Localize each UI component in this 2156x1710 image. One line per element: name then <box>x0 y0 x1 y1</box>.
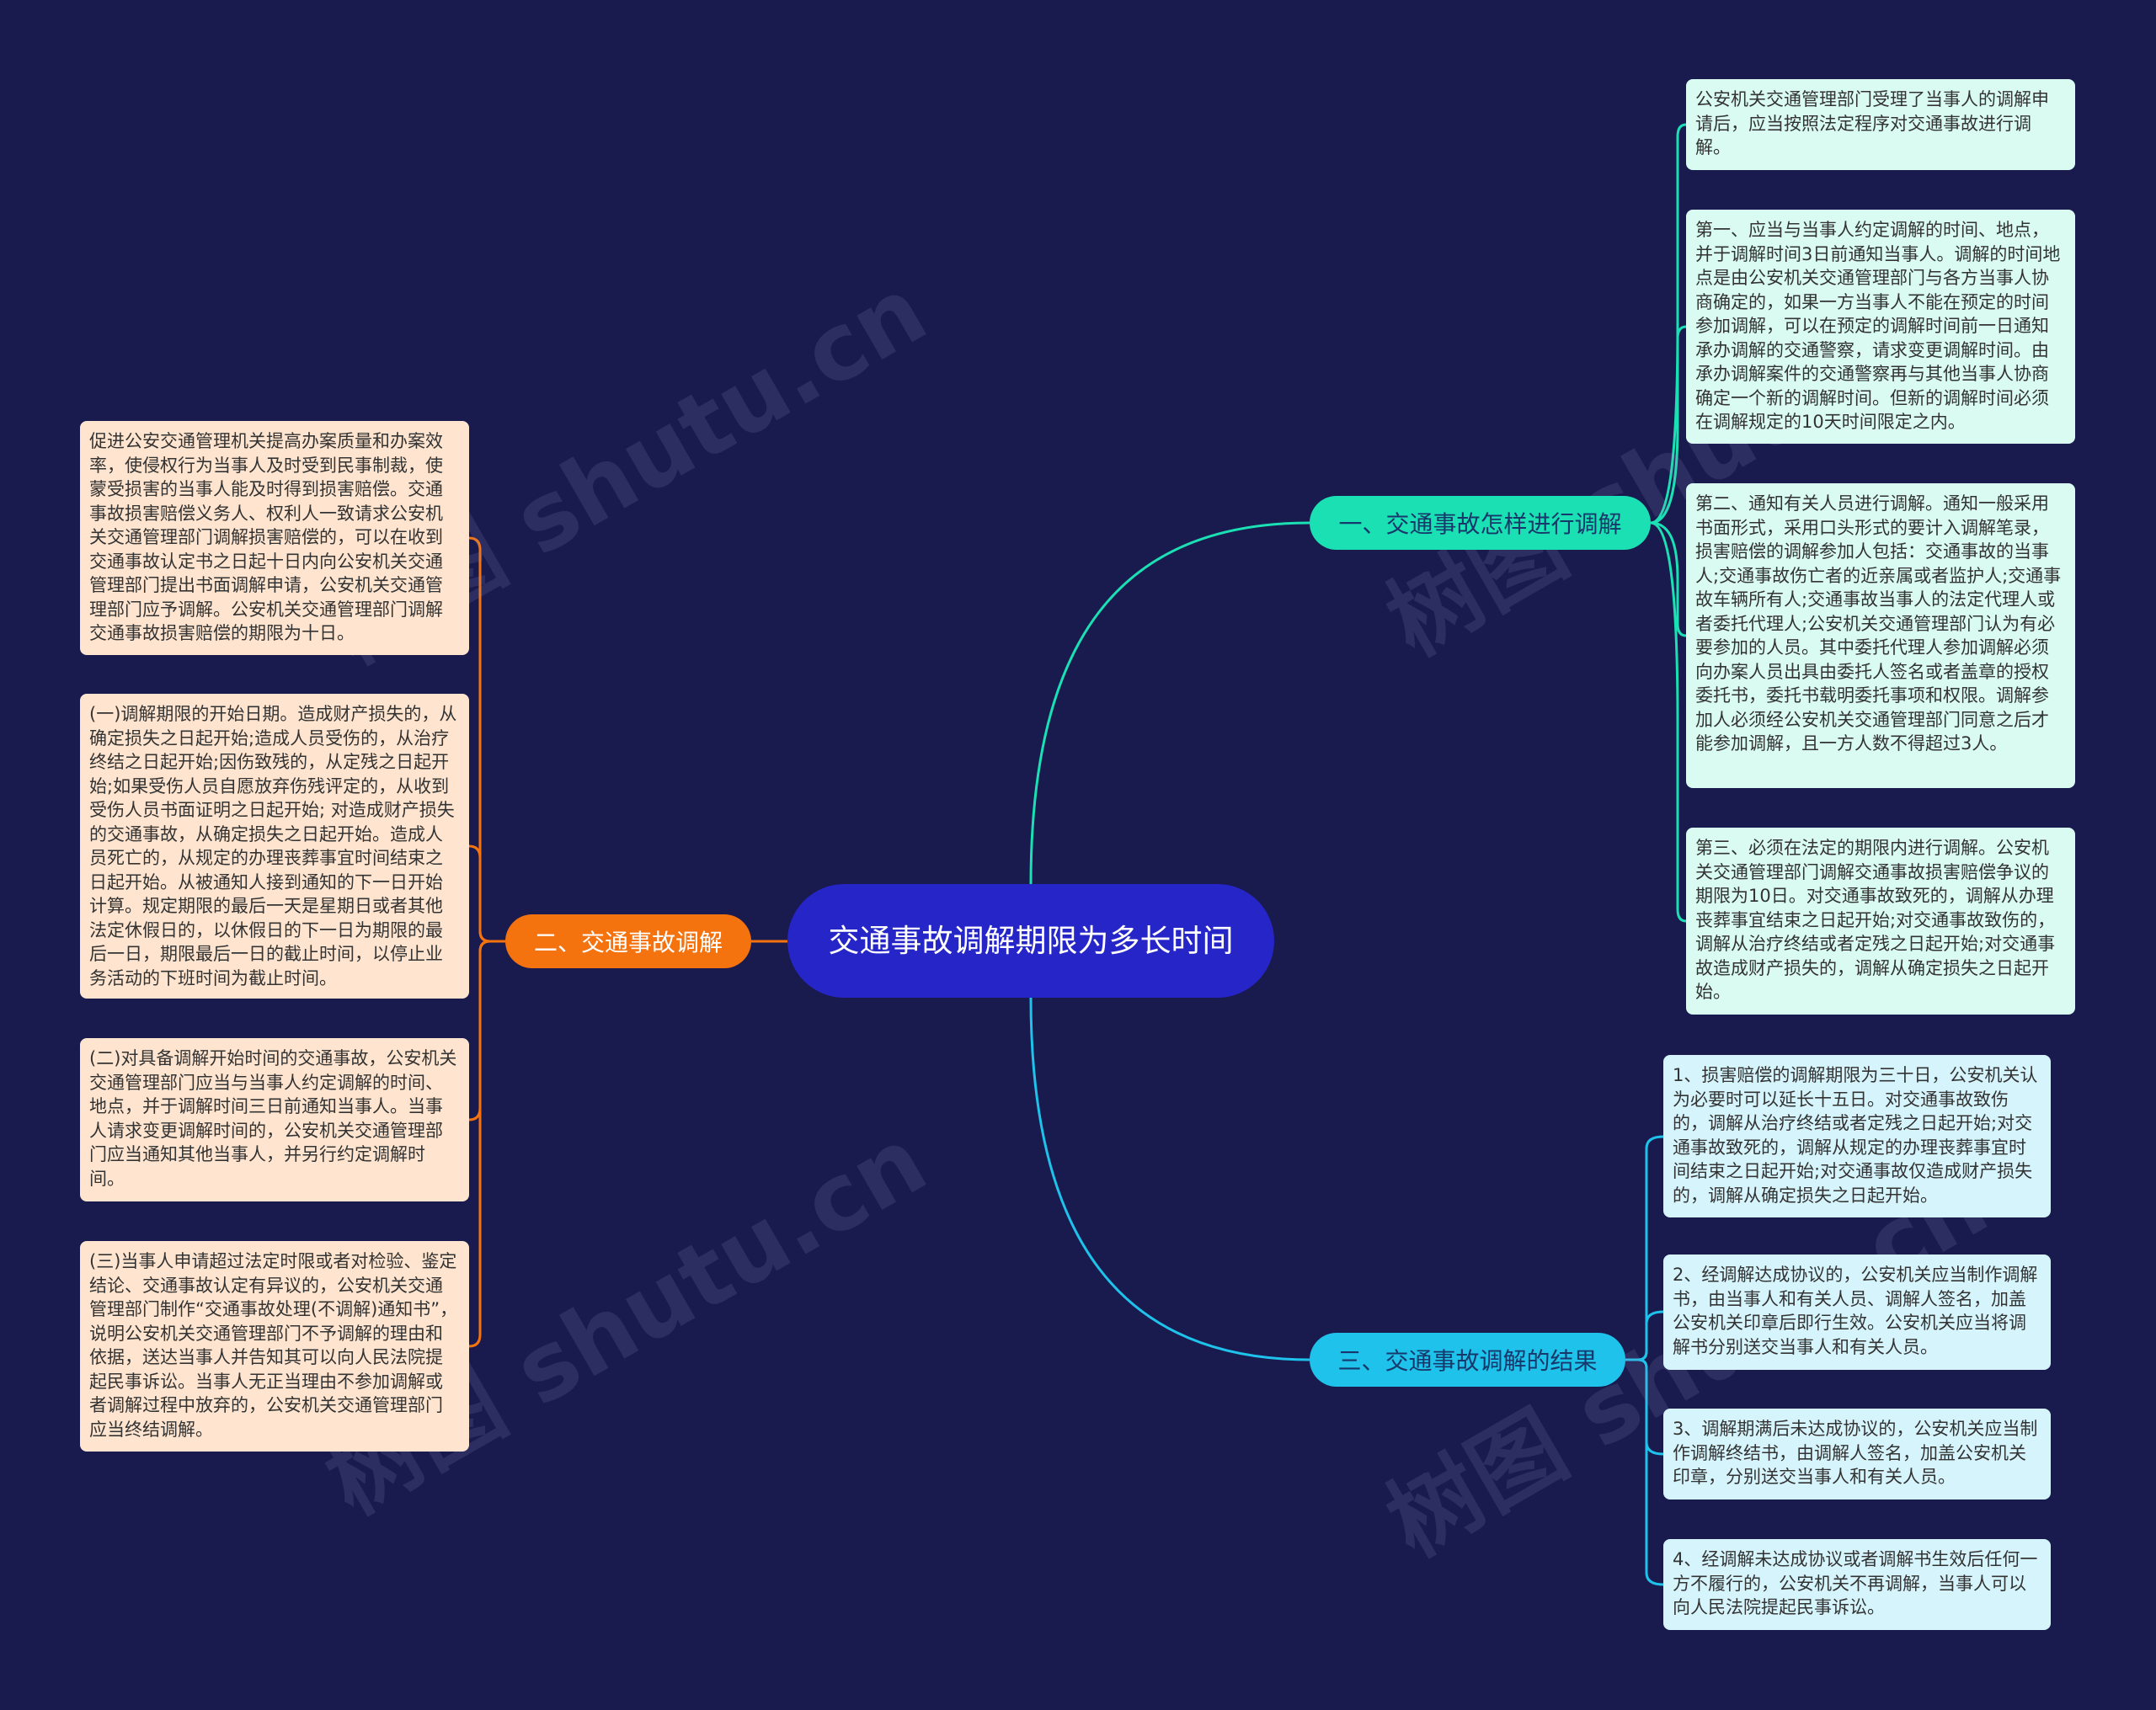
branch-label: 三、交通事故调解的结果 <box>1337 1347 1598 1375</box>
leaf-node[interactable]: 4、经调解未达成协议或者调解书生效后任何一方不履行的，公安机关不再调解，当事人可… <box>1663 1539 2051 1630</box>
leaf-text: 3、调解期满后未达成协议的，公安机关应当制作调解终结书，由调解人签名，加盖公安机… <box>1673 1419 2038 1487</box>
connector-branch-3-leaf-1 <box>1625 1135 1664 1361</box>
connector-branch-2-leaf-1 <box>468 536 505 943</box>
connector-branch-2-leaf-2 <box>468 844 505 943</box>
connector-branch-2-leaf-3 <box>468 940 505 1121</box>
connector-branch-3-leaf-2 <box>1625 1310 1664 1361</box>
leaf-node[interactable]: (一)调解期限的开始日期。造成财产损失的，从确定损失之日起开始;造成人员受伤的，… <box>80 694 469 999</box>
leaf-text: 2、经调解达成协议的，公安机关应当制作调解书，由当事人和有关人员、调解人签名，加… <box>1673 1265 2038 1357</box>
leaf-node[interactable]: 第二、通知有关人员进行调解。通知一般采用书面形式，采用口头形式的要计入调解笔录，… <box>1686 483 2075 788</box>
leaf-node[interactable]: 3、调解期满后未达成协议的，公安机关应当制作调解终结书，由调解人签名，加盖公安机… <box>1663 1409 2051 1500</box>
connector-branch-1-leaf-4 <box>1650 521 1687 923</box>
leaf-text: 4、经调解未达成协议或者调解书生效后任何一方不履行的，公安机关不再调解，当事人可… <box>1673 1549 2038 1617</box>
branch-traffic-accident-mediation[interactable]: 二、交通事故调解 <box>505 914 751 968</box>
connector-branch-3-leaf-3 <box>1625 1358 1664 1456</box>
connector-branch-2-leaf-4 <box>468 940 505 1348</box>
leaf-node[interactable]: 1、损害赔偿的调解期限为三十日，公安机关认为必要时可以延长十五日。对交通事故致伤… <box>1663 1055 2051 1217</box>
leaf-text: 公安机关交通管理部门受理了当事人的调解申请后，应当按照法定程序对交通事故进行调解… <box>1695 89 2049 157</box>
connector-branch-1-leaf-2 <box>1650 325 1687 525</box>
leaf-text: 第一、应当与当事人约定调解的时间、地点，并于调解时间3日前通知当事人。调解的时间… <box>1695 220 2061 432</box>
leaf-text: (三)当事人申请超过法定时限或者对检验、鉴定结论、交通事故认定有异议的，公安机关… <box>89 1251 458 1440</box>
leaf-node[interactable]: 促进公安交通管理机关提高办案质量和办案效率，使侵权行为当事人及时受到民事制裁，使… <box>80 421 469 655</box>
central-topic[interactable]: 交通事故调解期限为多长时间 <box>787 884 1274 998</box>
central-topic-label: 交通事故调解期限为多长时间 <box>828 922 1234 959</box>
connector-center-to-branch-1 <box>1029 521 1310 885</box>
branch-mediation-results[interactable]: 三、交通事故调解的结果 <box>1310 1333 1625 1387</box>
connector-branch-1-leaf-1 <box>1650 123 1687 525</box>
leaf-text: (一)调解期限的开始日期。造成财产损失的，从确定损失之日起开始;造成人员受伤的，… <box>89 704 457 988</box>
leaf-text: (二)对具备调解开始时间的交通事故，公安机关交通管理部门应当与当事人约定调解的时… <box>89 1048 457 1189</box>
connector-branch-1-leaf-3 <box>1650 521 1687 637</box>
leaf-node[interactable]: 公安机关交通管理部门受理了当事人的调解申请后，应当按照法定程序对交通事故进行调解… <box>1686 79 2075 170</box>
connector-branch-3-leaf-4 <box>1625 1358 1664 1586</box>
connector-center-to-branch-3 <box>1029 997 1310 1361</box>
leaf-text: 1、损害赔偿的调解期限为三十日，公安机关认为必要时可以延长十五日。对交通事故致伤… <box>1673 1065 2038 1206</box>
leaf-text: 第三、必须在法定的期限内进行调解。公安机关交通管理部门调解交通事故损害赔偿争议的… <box>1695 838 2056 1002</box>
leaf-text: 促进公安交通管理机关提高办案质量和办案效率，使侵权行为当事人及时受到民事制裁，使… <box>89 431 443 643</box>
leaf-node[interactable]: 第三、必须在法定的期限内进行调解。公安机关交通管理部门调解交通事故损害赔偿争议的… <box>1686 828 2075 1015</box>
leaf-node[interactable]: (二)对具备调解开始时间的交通事故，公安机关交通管理部门应当与当事人约定调解的时… <box>80 1038 469 1201</box>
leaf-node[interactable]: 第一、应当与当事人约定调解的时间、地点，并于调解时间3日前通知当事人。调解的时间… <box>1686 210 2075 444</box>
leaf-node[interactable]: 2、经调解达成协议的，公安机关应当制作调解书，由当事人和有关人员、调解人签名，加… <box>1663 1255 2051 1370</box>
leaf-text: 第二、通知有关人员进行调解。通知一般采用书面形式，采用口头形式的要计入调解笔录，… <box>1695 493 2062 754</box>
branch-how-to-mediate[interactable]: 一、交通事故怎样进行调解 <box>1310 496 1651 550</box>
branch-label: 一、交通事故怎样进行调解 <box>1338 510 1622 538</box>
leaf-node[interactable]: (三)当事人申请超过法定时限或者对检验、鉴定结论、交通事故认定有异议的，公安机关… <box>80 1241 469 1452</box>
branch-label: 二、交通事故调解 <box>533 929 723 956</box>
